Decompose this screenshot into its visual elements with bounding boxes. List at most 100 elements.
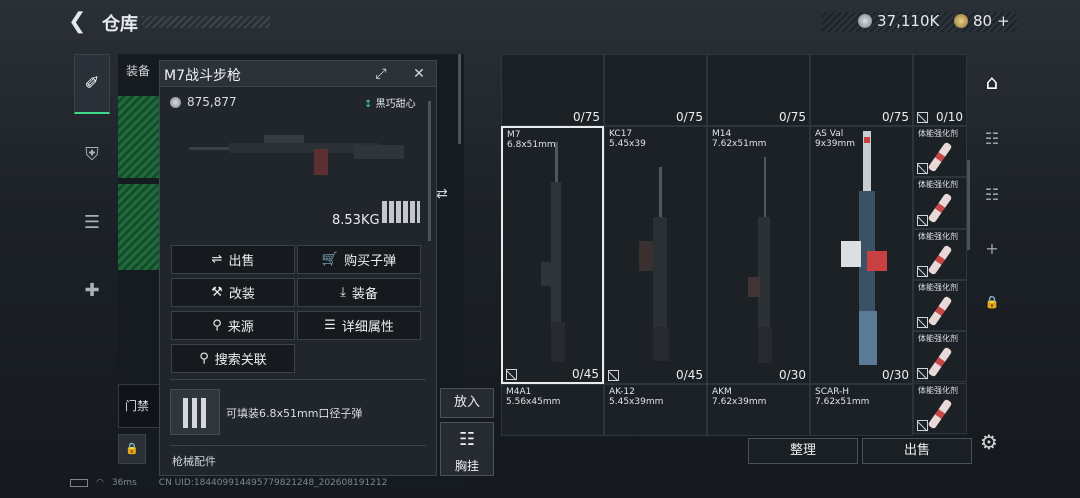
currency-silver[interactable]: 37,110K [858, 12, 939, 30]
weapon-caliber: 5.56x45mm [506, 397, 561, 407]
search-related-button[interactable]: ⚲搜索关联 [171, 344, 295, 373]
search-icon: ⚲ [199, 351, 209, 366]
sort-button[interactable]: 整理 [748, 438, 858, 464]
lock-icon[interactable]: 🔒 [118, 434, 146, 464]
consumable-cell[interactable]: 体能强化剂 [913, 228, 967, 280]
consumable-cell[interactable]: 体能强化剂 [913, 279, 967, 332]
weapon-cell-m7[interactable]: M7 6.8x51mm 0/45 [501, 126, 604, 384]
modify-label: 改装 [228, 287, 255, 302]
swap-icon[interactable]: ⇄ [436, 186, 448, 202]
consumable-name: 体能强化剂 [918, 334, 958, 344]
gun-rack-icon[interactable]: ☷ [984, 184, 1000, 204]
no-drop-icon [917, 265, 928, 277]
equipment-slot[interactable] [118, 184, 160, 270]
sell-label: 出售 [228, 254, 255, 269]
currency-gold[interactable]: 80 + [954, 12, 1010, 30]
clipboard-icon: ☰ [83, 211, 101, 233]
badge-icon: ⛨ [85, 143, 99, 165]
back-icon[interactable]: ❮ [68, 9, 87, 34]
weapon-cell-ak12[interactable]: AK-12 5.45x39mm [604, 384, 707, 436]
add-icon[interactable]: + [985, 238, 999, 258]
lock-icon[interactable]: 🔒 [984, 295, 1000, 309]
sell-icon: ⇌ [211, 252, 223, 267]
gun-rack-icon[interactable]: ☷ [984, 128, 1000, 148]
equipment-label: 装备 [126, 64, 151, 78]
weapon-name: M4A1 [506, 387, 532, 397]
nav-weapons[interactable]: ✐ [74, 54, 110, 114]
home-icon[interactable]: ⌂ [985, 70, 999, 94]
item-detail-popup: M7战斗步枪 ⤢ ✕ 875,877 ↕ 黑巧甜心 8.53KG ⇌出售 🛒购买… [159, 60, 437, 476]
status-bar: ◠ 36ms CN UID:184409914495779821248_2026… [70, 478, 387, 488]
grid-cell[interactable]: 0/75 [707, 54, 810, 126]
injector-icon [927, 141, 953, 173]
weapon-cell-kc17[interactable]: KC17 5.45x39 0/45 [604, 126, 707, 384]
wifi-icon: ◠ [96, 478, 104, 488]
grid-cell[interactable]: 0/10 [913, 54, 967, 126]
item-price: 875,877 [170, 95, 237, 109]
buy-ammo-button[interactable]: 🛒购买子弹 [297, 245, 421, 274]
close-icon[interactable]: ✕ [413, 66, 425, 82]
nav-clipboard[interactable]: ☰ [74, 192, 110, 252]
pistol-icon: ✐ [84, 73, 100, 94]
gear-icon[interactable]: ⚙ [980, 430, 998, 454]
weapon-name: KC17 [609, 129, 633, 139]
no-drop-icon [506, 369, 517, 380]
price-value: 875,877 [187, 95, 237, 109]
grid-cell[interactable]: 0/75 [604, 54, 707, 126]
item-count: 0/75 [882, 110, 909, 124]
rifle-image [639, 167, 669, 361]
battery-icon [70, 479, 88, 487]
details-button[interactable]: ☰详细属性 [297, 311, 421, 340]
weapon-cell-m4a1[interactable]: M4A1 5.56x45mm [501, 384, 604, 436]
consumable-cell[interactable]: 体能强化剂 [913, 177, 967, 229]
buy-ammo-label: 购买子弹 [344, 254, 397, 269]
uid-text: CN UID:184409914495779821248_20260819121… [158, 478, 388, 488]
ammo-icon [170, 389, 220, 435]
source-button[interactable]: ⚲来源 [171, 311, 295, 340]
weapon-caliber: 5.45x39 [609, 139, 646, 149]
weapon-caliber: 9x39mm [815, 139, 856, 149]
silver-coin-icon [858, 14, 872, 28]
consumable-cell[interactable]: 体能强化剂 [913, 126, 967, 178]
weapon-name: SCAR-H [815, 387, 850, 397]
weapon-cell-as-val[interactable]: AS Val 9x39mm 0/30 [810, 126, 913, 384]
equip-button[interactable]: ⤓装备 [297, 278, 421, 307]
modify-button[interactable]: ⚒ 改装 [171, 278, 295, 307]
medkit-icon: ✚ [84, 279, 100, 301]
rifle-image [541, 142, 565, 362]
chest-rig-label: 胸挂 [454, 459, 479, 473]
item-count: 0/45 [676, 368, 703, 382]
add-currency-button[interactable]: + [997, 12, 1010, 30]
consumable-cell[interactable]: 体能强化剂 [913, 331, 967, 383]
collapse-icon[interactable]: ⤢ [375, 66, 387, 82]
weapon-cell-akm[interactable]: AKM 7.62x39mm [707, 384, 810, 436]
equipment-slot[interactable] [118, 96, 160, 178]
consumable-name: 体能强化剂 [918, 231, 958, 241]
silver-coin-icon [170, 96, 181, 108]
put-in-button[interactable]: 放入 [440, 388, 494, 418]
grid-cell[interactable]: 0/75 [810, 54, 913, 126]
sell-button[interactable]: ⇌ 出售 [171, 245, 295, 274]
gate-slot[interactable]: 门禁 [118, 384, 163, 428]
weapon-cell-scar-h[interactable]: SCAR-H 7.62x51mm [810, 384, 913, 436]
nav-medkit[interactable]: ✚ [74, 260, 110, 320]
equipment-scrollbar[interactable] [458, 54, 461, 144]
grid-scrollbar[interactable] [967, 160, 970, 250]
injector-icon [927, 192, 953, 224]
consumable-cell[interactable]: 体能强化剂 [913, 382, 967, 434]
popup-scrollbar[interactable] [428, 101, 431, 241]
consumable-name: 体能强化剂 [918, 129, 958, 138]
sell-button[interactable]: 出售 [862, 438, 972, 464]
chest-rig-button[interactable]: ☷ 胸挂 [440, 422, 494, 476]
ping-value: 36ms [111, 478, 137, 488]
vest-icon: ☷ [459, 429, 476, 450]
consumable-name: 体能强化剂 [918, 282, 958, 292]
grid-cell[interactable]: 0/75 [501, 54, 604, 126]
weapon-cell-m14[interactable]: M14 7.62x51mm 0/30 [707, 126, 810, 384]
rarity-icon: ↕ [364, 99, 373, 110]
tools-icon: ⚒ [211, 285, 223, 300]
item-count: 0/75 [573, 110, 600, 124]
nav-badge[interactable]: ⛨ [74, 124, 110, 184]
weapon-caliber: 7.62x51mm [712, 139, 767, 149]
injector-icon [927, 346, 953, 378]
